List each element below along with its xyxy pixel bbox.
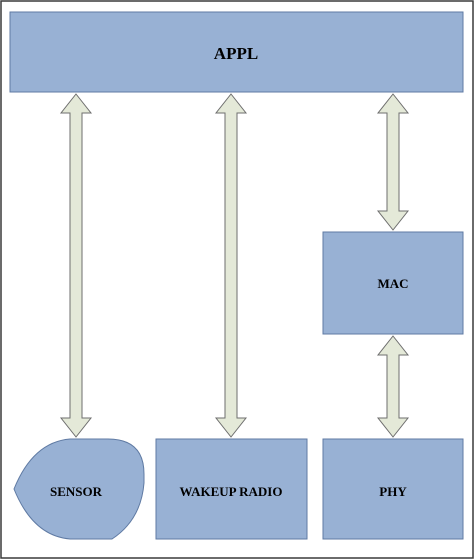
mac-appl-double-arrow	[376, 93, 410, 231]
sensor-label: SENSOR	[50, 484, 103, 499]
sensor-block: SENSOR	[13, 438, 145, 540]
sensor-appl-double-arrow	[59, 93, 93, 438]
appl-block: APPL	[9, 11, 464, 93]
phy-mac-double-arrow	[376, 335, 410, 438]
phy-label: PHY	[379, 484, 407, 499]
mac-block: MAC	[322, 231, 464, 335]
wakeup-radio-appl-double-arrow	[214, 93, 248, 438]
phy-block: PHY	[322, 438, 464, 540]
wakeup-radio-block: WAKEUP RADIO	[155, 438, 308, 540]
appl-label: APPL	[214, 44, 258, 63]
wakeup-radio-label: WAKEUP RADIO	[180, 484, 283, 499]
mac-label: MAC	[377, 276, 408, 291]
